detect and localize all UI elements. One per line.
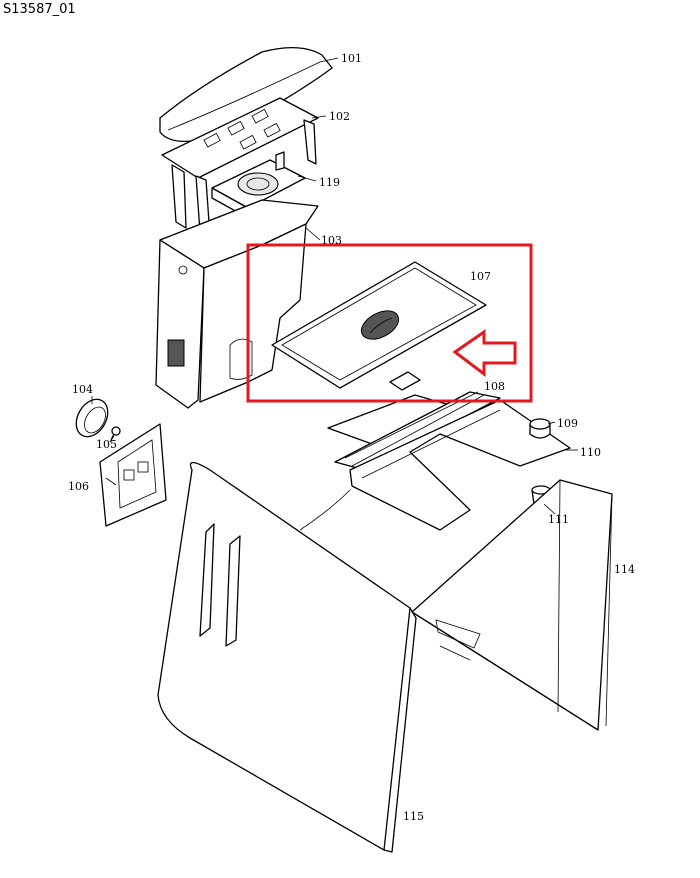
wire: [299, 489, 351, 531]
part-106-bracket[interactable]: [99, 423, 167, 527]
part-label: 110: [580, 446, 601, 459]
highlight-box: [246, 243, 533, 403]
part-label: 114: [614, 563, 635, 576]
part-label: 109: [557, 417, 578, 430]
part-label: 107: [470, 270, 491, 283]
part-label: 105: [96, 438, 117, 451]
part-115-side-panel[interactable]: [157, 461, 417, 853]
part-label: 106: [68, 480, 89, 493]
part-105-screw[interactable]: [110, 426, 121, 441]
part-103-tank[interactable]: [155, 199, 319, 409]
part-108-plate[interactable]: [327, 371, 501, 471]
part-label: 108: [484, 380, 505, 393]
part-114-panel[interactable]: [411, 479, 613, 731]
part-107-cover[interactable]: [271, 261, 487, 389]
part-label: 115: [403, 810, 424, 823]
leader-lines: [91, 57, 578, 515]
part-label: 103: [321, 234, 342, 247]
highlight-arrow: [452, 329, 517, 378]
diagram-title: S13587_01: [3, 2, 76, 17]
part-label: 102: [329, 110, 350, 123]
part-label: 111: [548, 513, 569, 526]
part-109-cap[interactable]: [529, 418, 551, 439]
part-label: 104: [72, 383, 93, 396]
part-104-knob[interactable]: [70, 394, 114, 443]
part-102-frame[interactable]: [161, 97, 319, 237]
part-label: 119: [319, 176, 340, 189]
part-label: 101: [341, 52, 362, 65]
part-101-lid[interactable]: [159, 47, 333, 143]
